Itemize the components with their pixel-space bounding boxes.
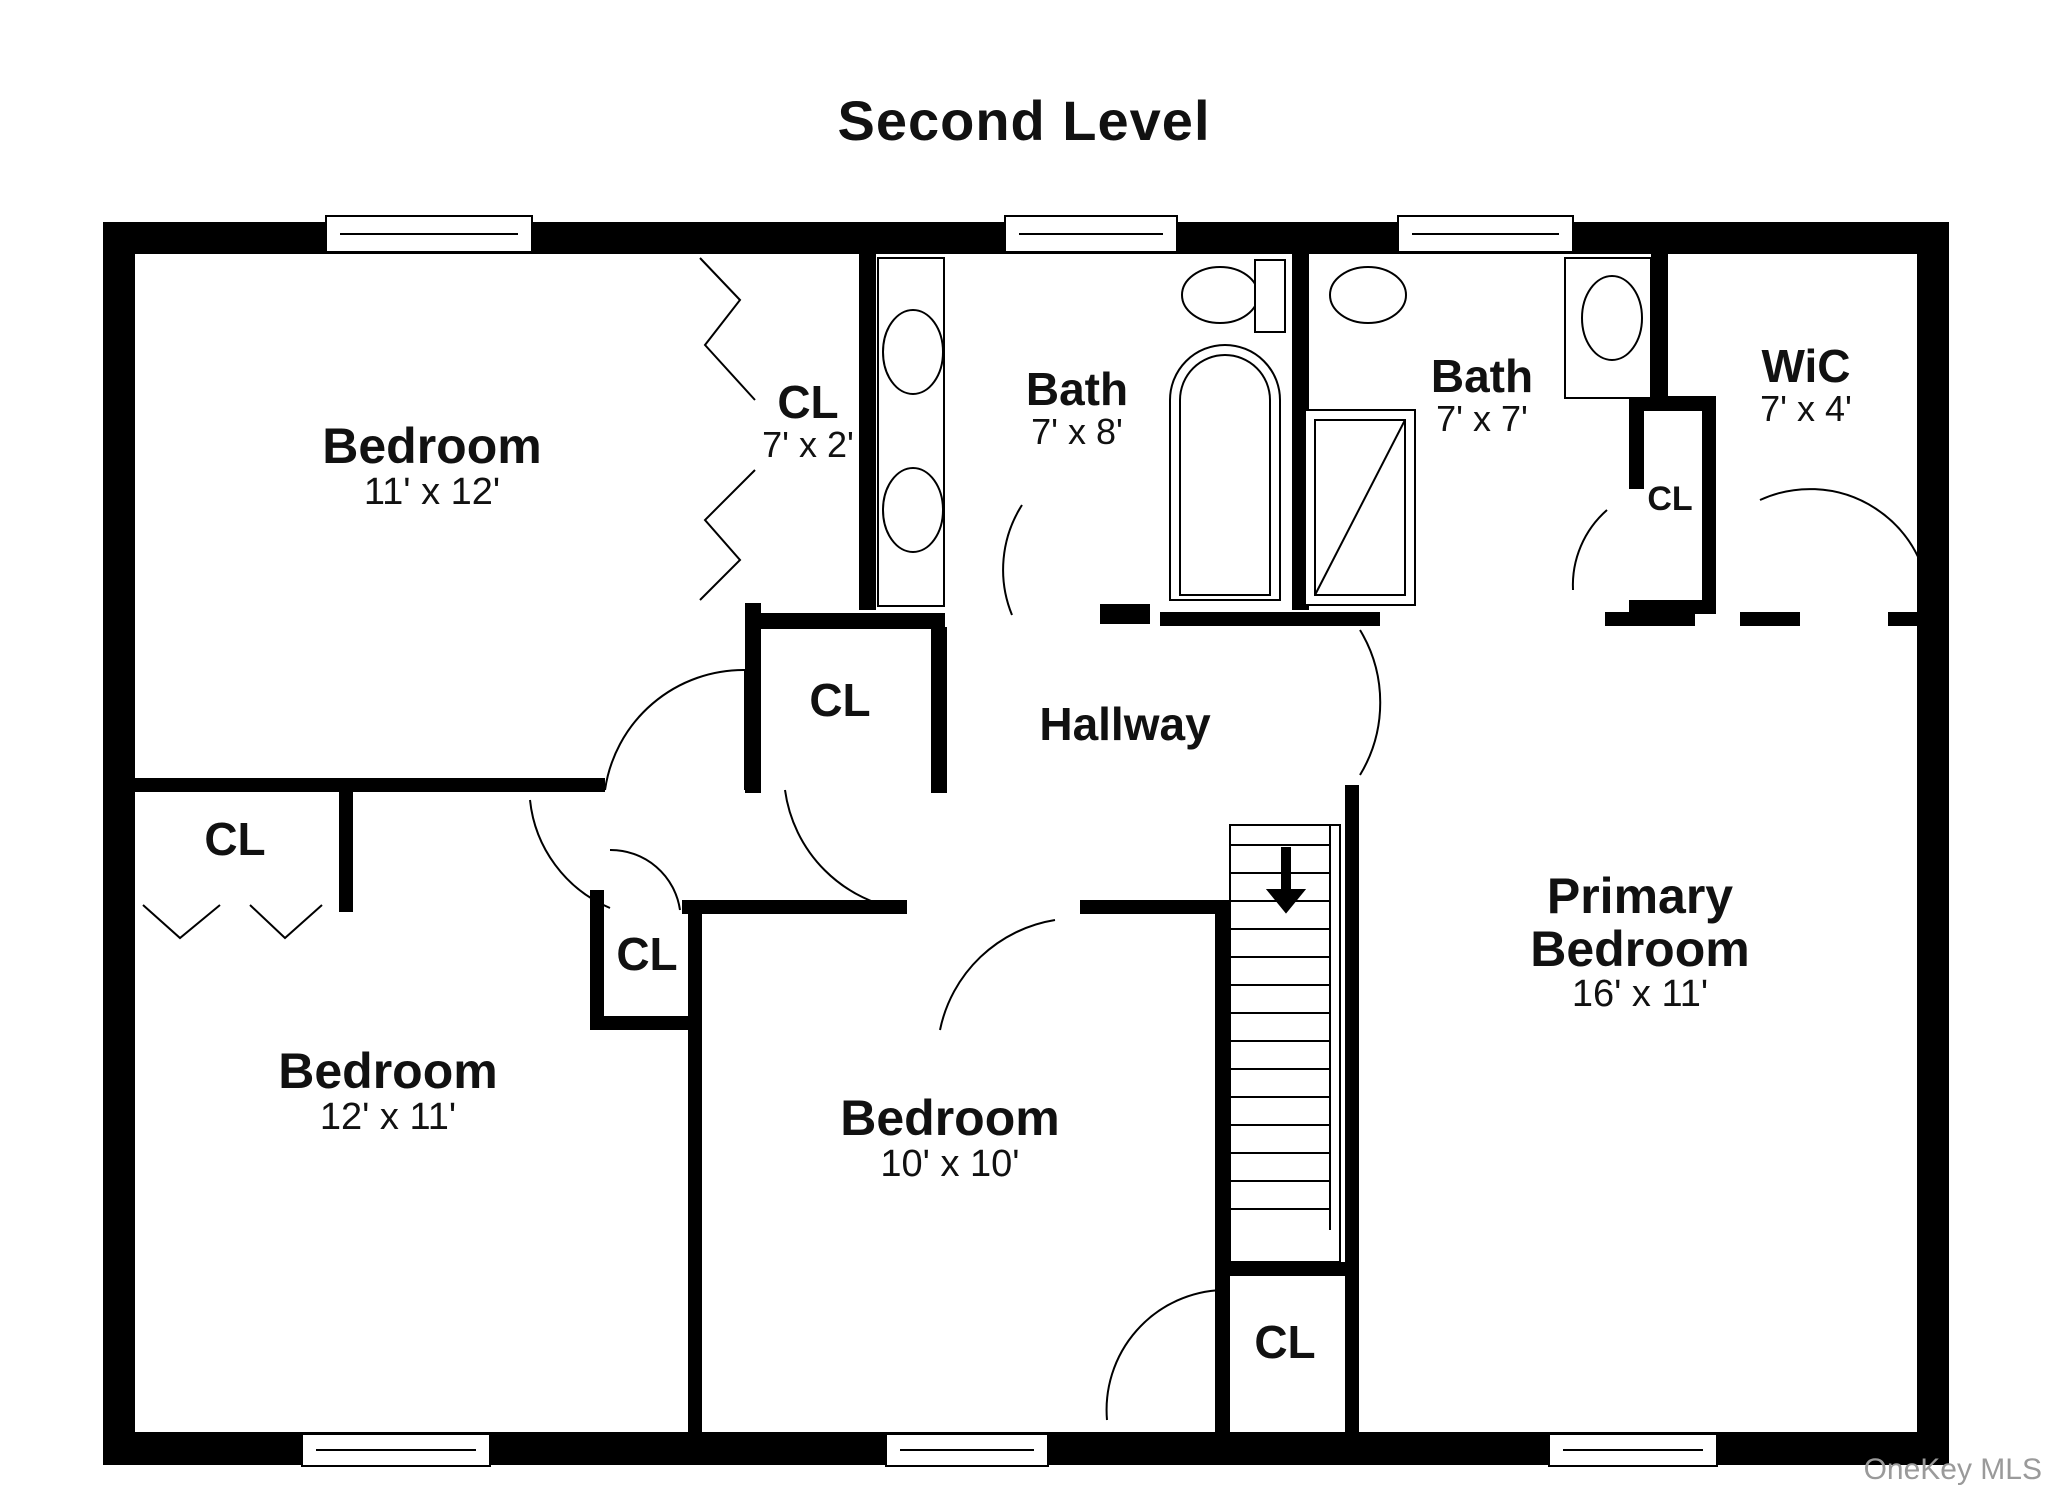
toilet-icon	[1181, 266, 1259, 324]
door-swings	[142, 257, 1932, 1421]
fixtures	[877, 257, 1652, 607]
page-title: Second Level	[837, 89, 1211, 152]
room-bedroom-bottom-mid: Bedroom 10' x 10'	[840, 1090, 1060, 1185]
room-bedroom-top-left: Bedroom 11' x 12'	[322, 418, 542, 513]
sink-icon	[1581, 275, 1643, 361]
stairs	[1229, 824, 1341, 1263]
room-wic: WiC 7' x 4'	[1760, 340, 1852, 430]
room-closet-bottom: CL	[1254, 1316, 1316, 1368]
room-closet-left: CL	[204, 813, 266, 865]
toilet-icon	[1329, 266, 1407, 324]
room-closet-mid: CL	[616, 928, 678, 980]
sink-icon	[882, 467, 944, 553]
room-closet-small-right: CL	[1647, 480, 1693, 518]
room-hallway: Hallway	[1039, 698, 1211, 750]
sink-icon	[882, 309, 944, 395]
watermark: OneKey MLS	[1863, 1453, 2042, 1486]
room-bedroom-bottom-left: Bedroom 12' x 11'	[278, 1043, 498, 1138]
room-bath-left: Bath 7' x 8'	[1025, 363, 1129, 453]
room-bath-right: Bath 7' x 7'	[1430, 350, 1534, 440]
room-primary-bedroom: Primary Bedroom 16' x 11'	[1530, 868, 1750, 1015]
windows	[301, 215, 1718, 1467]
room-closet-top: CL 7' x 2'	[762, 376, 854, 466]
room-closet-hall: CL	[809, 674, 871, 726]
